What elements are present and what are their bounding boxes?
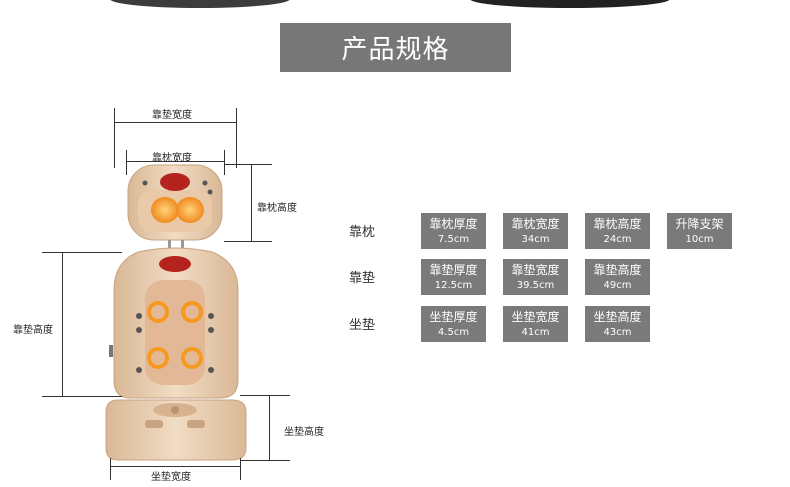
spec-row-label: 靠枕 — [349, 225, 376, 240]
spec-cell: 坐垫高度 43cm — [585, 306, 650, 342]
dim-line — [110, 466, 240, 467]
spec-value: 4.5cm — [437, 327, 470, 338]
spec-cell: 坐垫厚度 4.5cm — [421, 306, 486, 342]
spec-value: 34cm — [521, 234, 550, 245]
dim-line — [110, 458, 111, 480]
spec-cell: 靠垫厚度 12.5cm — [421, 259, 486, 295]
dim-line — [126, 150, 127, 175]
dim-line — [236, 108, 237, 168]
pillow-height-label: 靠枕高度 — [257, 203, 297, 214]
dim-line — [114, 122, 236, 123]
dim-line — [251, 164, 252, 242]
spec-cell: 坐垫宽度 41cm — [503, 306, 568, 342]
backrest-width-label: 靠垫宽度 — [152, 110, 192, 121]
pillow — [127, 164, 223, 254]
dim-line — [224, 241, 272, 242]
dim-line — [42, 252, 122, 253]
backrest — [109, 247, 239, 399]
dim-line — [240, 458, 241, 480]
spec-value: 49cm — [603, 280, 632, 291]
spec-value: 10cm — [685, 234, 714, 245]
spec-name: 升降支架 — [675, 217, 724, 231]
spec-name: 靠枕宽度 — [511, 217, 560, 231]
section-title-text: 产品规格 — [341, 35, 450, 65]
dim-line — [240, 460, 290, 461]
pillow-width-label: 靠枕宽度 — [152, 153, 192, 164]
dim-line — [126, 161, 224, 162]
backrest-height-label: 靠垫高度 — [13, 325, 53, 336]
seat-cushion — [105, 399, 247, 461]
spec-cell: 靠垫高度 49cm — [585, 259, 650, 295]
spec-name: 靠垫高度 — [593, 263, 642, 277]
spec-cell: 靠枕厚度 7.5cm — [421, 213, 486, 249]
spec-name: 坐垫宽度 — [511, 310, 560, 324]
dim-line — [224, 150, 225, 175]
dim-line — [42, 396, 122, 397]
dim-line — [114, 108, 115, 168]
spec-name: 坐垫厚度 — [429, 310, 478, 324]
dim-line — [62, 252, 63, 397]
spec-cell: 升降支架 10cm — [667, 213, 732, 249]
spec-cell: 靠垫宽度 39.5cm — [503, 259, 568, 295]
spec-cell: 靠枕高度 24cm — [585, 213, 650, 249]
dim-line — [224, 164, 272, 165]
spec-value: 12.5cm — [434, 280, 473, 291]
seat-height-label: 坐垫高度 — [284, 427, 324, 438]
spec-value: 39.5cm — [516, 280, 555, 291]
spec-name: 靠枕高度 — [593, 217, 642, 231]
section-title: 产品规格 — [280, 23, 511, 72]
spec-value: 43cm — [603, 327, 632, 338]
spec-row-label: 靠垫 — [349, 271, 376, 286]
dim-line — [269, 395, 270, 461]
spec-name: 坐垫高度 — [593, 310, 642, 324]
spec-value: 24cm — [603, 234, 632, 245]
spec-value: 7.5cm — [437, 234, 470, 245]
seat-width-label: 坐垫宽度 — [151, 472, 191, 483]
spec-value: 41cm — [521, 327, 550, 338]
spec-name: 靠枕厚度 — [429, 217, 478, 231]
spec-name: 靠垫宽度 — [511, 263, 560, 277]
dim-line — [240, 395, 290, 396]
top-shadow-left — [110, 0, 290, 8]
top-shadow-right — [470, 0, 670, 8]
spec-row-label: 坐垫 — [349, 318, 376, 333]
spec-name: 靠垫厚度 — [429, 263, 478, 277]
spec-cell: 靠枕宽度 34cm — [503, 213, 568, 249]
